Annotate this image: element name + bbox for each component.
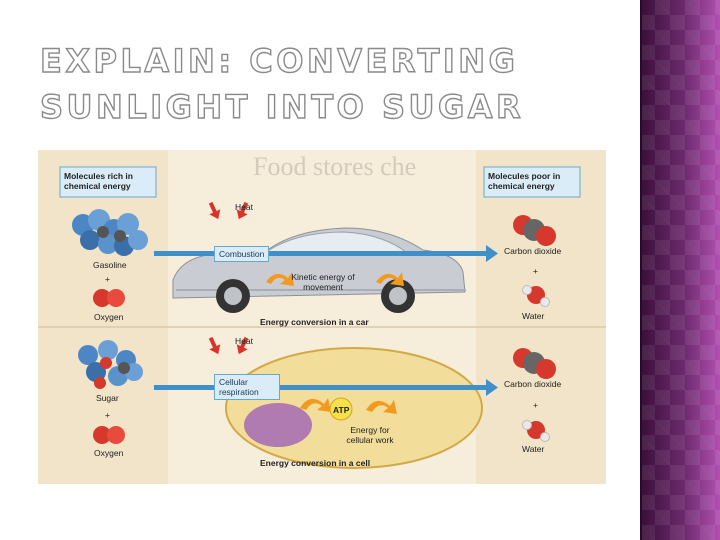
slide-title: EXPLAIN: CONVERTING SUNLIGHT INTO SUGAR <box>39 41 525 126</box>
car-oxygen-label: Oxygen <box>94 312 124 322</box>
figure-illustration <box>38 150 606 484</box>
car-plus-right: + <box>533 266 538 276</box>
atp-label: ATP <box>333 405 350 415</box>
atp-energy-arrows-icon <box>300 398 397 414</box>
side-band-divider <box>640 0 642 540</box>
car-caption: Energy conversion in a car <box>260 317 369 327</box>
carbon-dioxide-molecule-icon <box>513 215 556 246</box>
cellular-work-label: Energy for cellular work <box>346 425 394 445</box>
gasoline-label: Gasoline <box>93 260 127 270</box>
cellular-respiration-label: Cellular respiration <box>214 374 280 400</box>
oxygen-molecule-icon <box>93 426 125 444</box>
cell-icon <box>225 347 483 469</box>
oxygen-molecule-icon <box>93 289 125 307</box>
cell-heat-label: Heat <box>235 336 253 346</box>
car-plus-left: + <box>105 274 110 284</box>
heat-arrows-icon <box>208 201 249 220</box>
gasoline-molecule-icon <box>72 209 148 256</box>
decorative-side-band <box>640 0 720 540</box>
kinetic-energy-label: Kinetic energy of movement <box>291 272 355 292</box>
sugar-molecule-icon <box>78 340 143 389</box>
cell-plus-left: + <box>105 410 110 420</box>
car-flow-arrow <box>154 245 498 262</box>
background-faded-heading: Food stores che <box>253 152 417 181</box>
cell-flow-arrow <box>154 379 498 396</box>
left-header-label: Molecules rich in chemical energy <box>64 171 133 191</box>
car-icon <box>172 227 466 313</box>
left-header-box <box>59 166 157 198</box>
cell-water-label: Water <box>522 444 545 454</box>
carbon-dioxide-molecule-icon <box>513 348 556 379</box>
energy-conversion-figure: Food stores che <box>38 150 606 484</box>
water-molecule-icon <box>522 420 550 442</box>
car-co2-label: Carbon dioxide <box>504 246 562 256</box>
atp-burst-icon <box>329 397 353 421</box>
combustion-label: Combustion <box>214 246 270 262</box>
cell-plus-right: + <box>533 400 538 410</box>
heat-arrows-icon <box>208 336 249 355</box>
water-molecule-icon <box>522 285 550 307</box>
kinetic-energy-arrows-icon <box>266 272 404 286</box>
right-header-label: Molecules poor in chemical energy <box>488 171 561 191</box>
sugar-label: Sugar <box>96 393 119 403</box>
cell-caption: Energy conversion in a cell <box>260 458 371 468</box>
car-heat-label: Heat <box>235 202 253 212</box>
car-water-label: Water <box>522 311 545 321</box>
right-header-box <box>483 166 581 198</box>
cell-co2-label: Carbon dioxide <box>504 379 562 389</box>
cell-oxygen-label: Oxygen <box>94 448 124 458</box>
